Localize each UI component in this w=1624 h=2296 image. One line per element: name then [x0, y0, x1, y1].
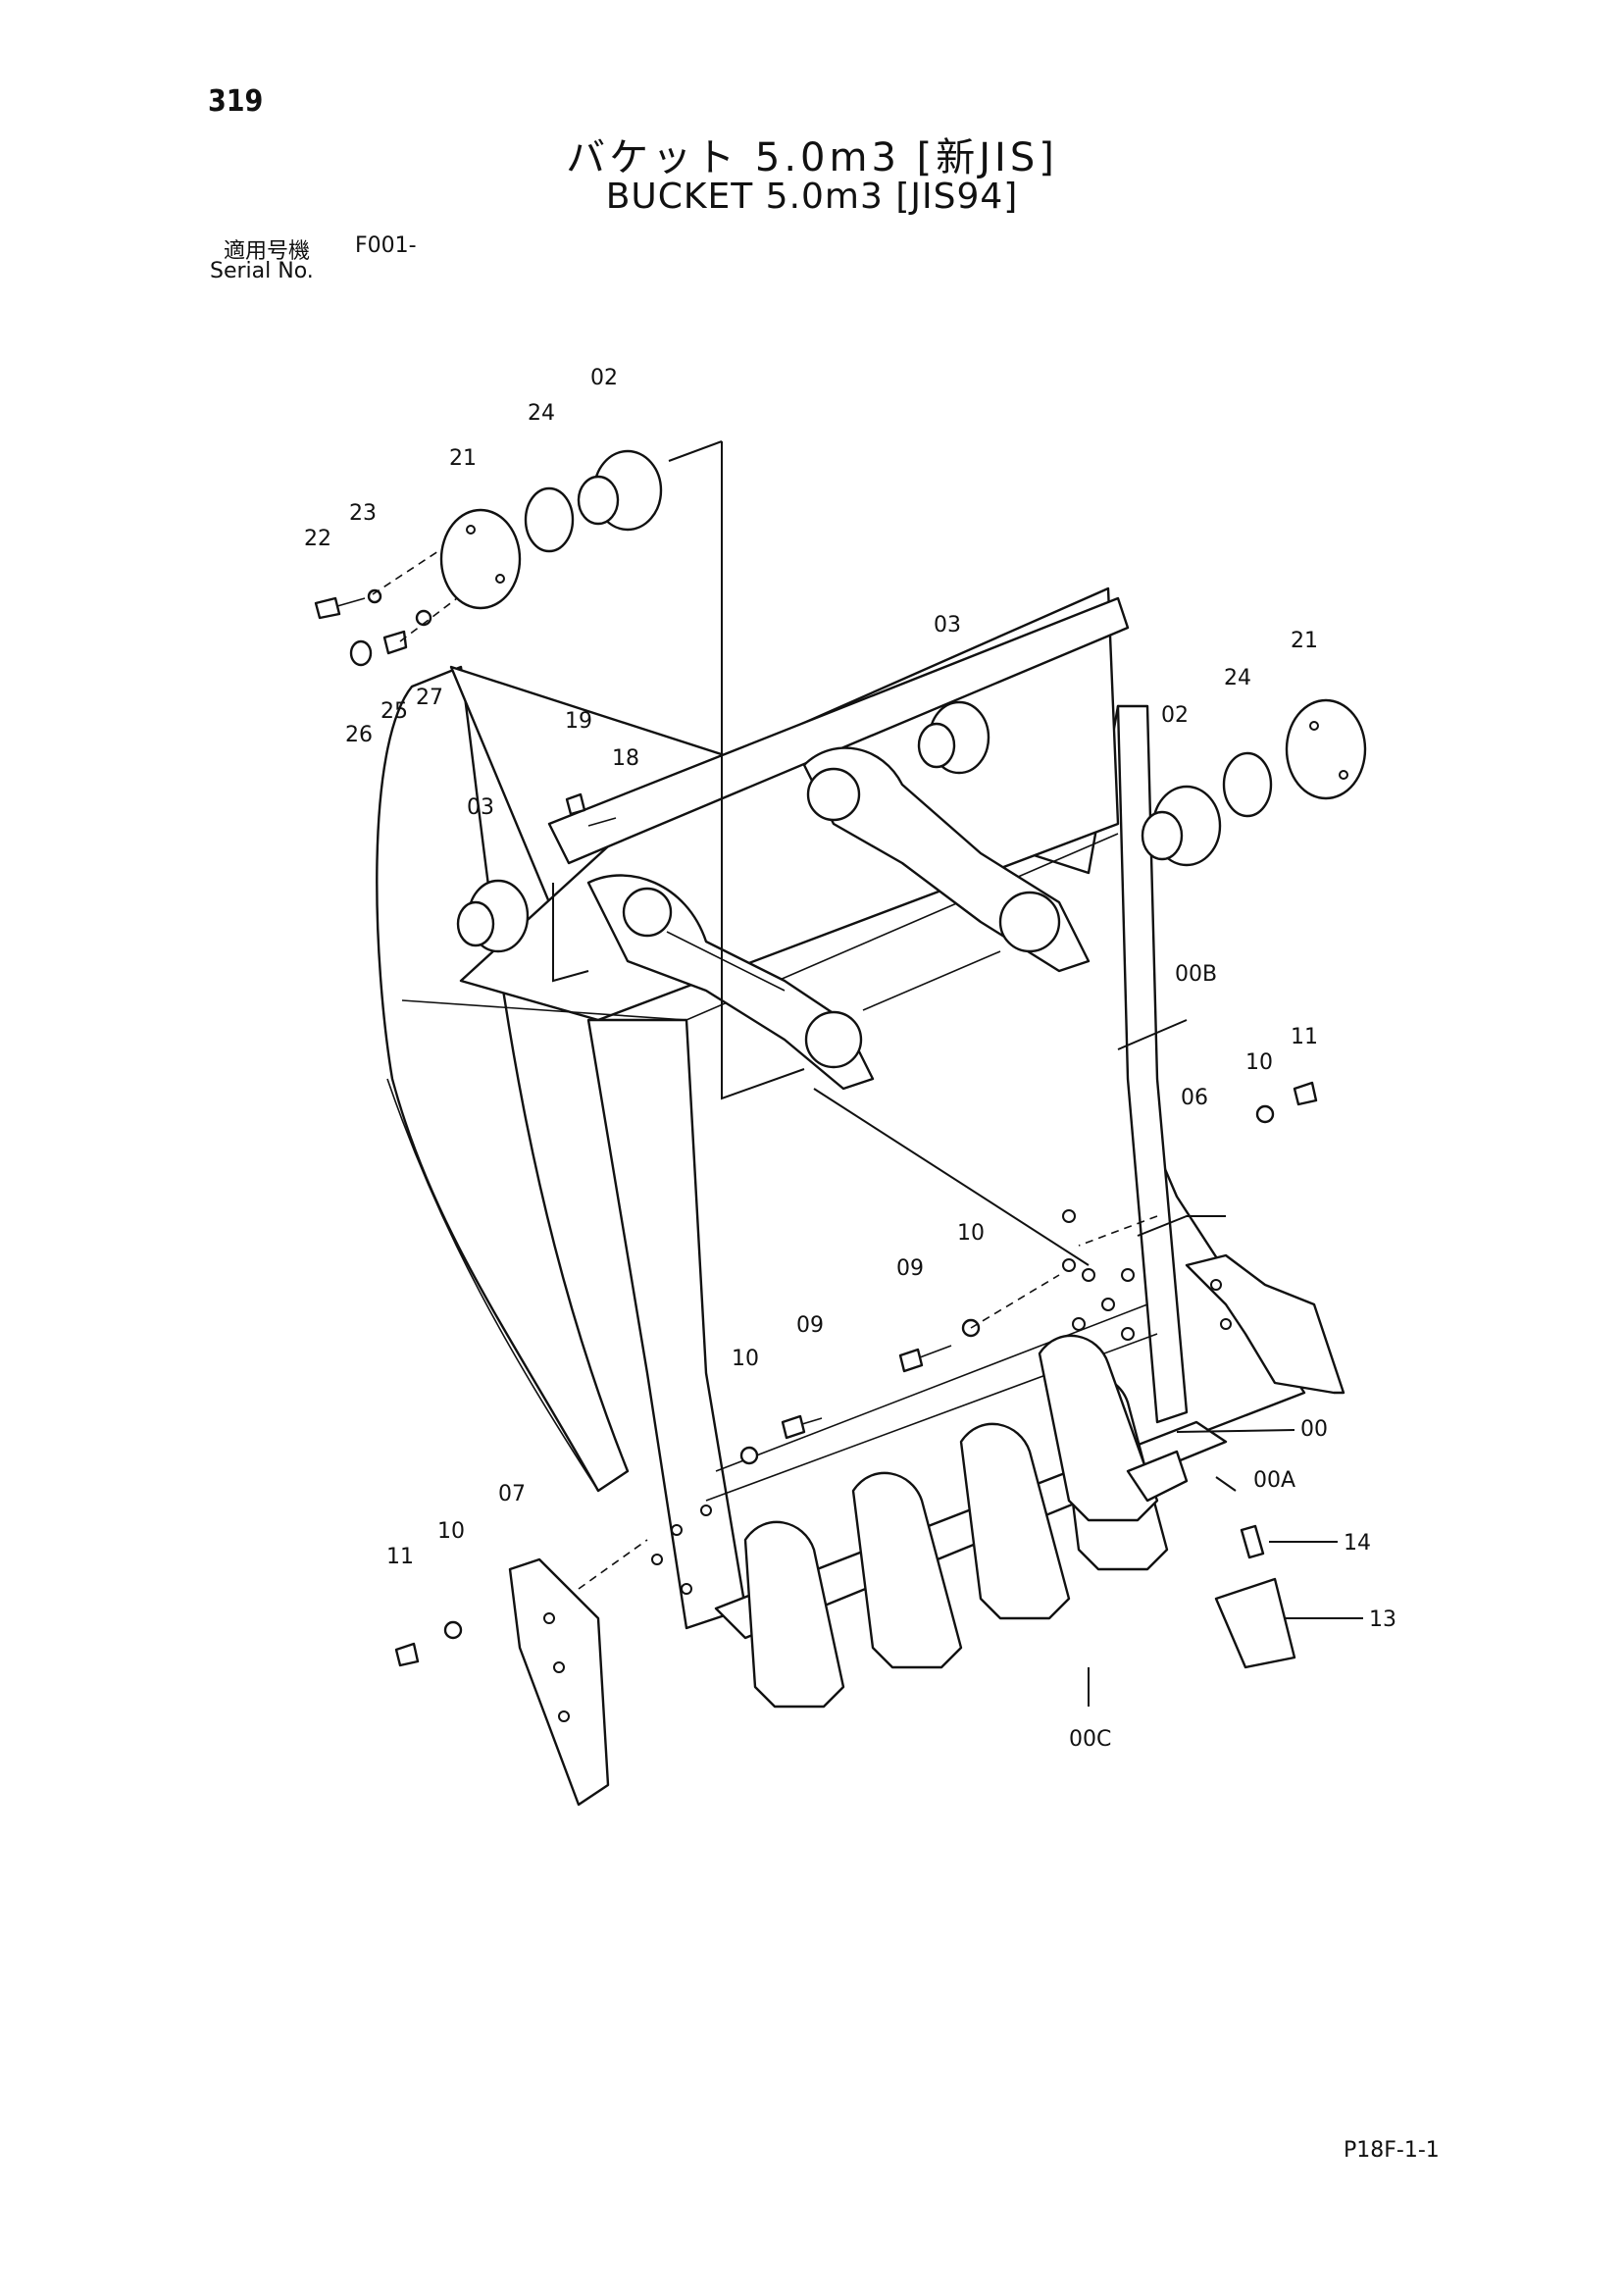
bucket-teeth: [743, 1334, 1296, 1709]
callout-27: 27: [416, 686, 443, 710]
callout-18: 18: [612, 746, 639, 771]
callout-10-right: 10: [1245, 1050, 1273, 1075]
callout-00A: 00A: [1253, 1468, 1295, 1493]
callout-11-bottom-left: 11: [386, 1545, 414, 1569]
title-english: BUCKET 5.0m3 [JIS94]: [605, 177, 1019, 217]
callout-19: 19: [565, 709, 592, 734]
callout-25: 25: [381, 699, 408, 724]
callout-23: 23: [349, 501, 377, 526]
callout-22: 22: [304, 527, 331, 551]
callout-00: 00: [1300, 1417, 1328, 1442]
title-japanese: バケット 5.0m3 [新JIS]: [566, 135, 1058, 180]
leader-lines: [372, 440, 1363, 1707]
side-cutters: [508, 1253, 1345, 1807]
callout-10-left: 10: [732, 1347, 759, 1371]
callout-24-top: 24: [528, 401, 555, 426]
callout-02-top: 02: [590, 366, 618, 390]
callout-13: 13: [1369, 1607, 1396, 1632]
callout-26: 26: [345, 723, 373, 747]
callout-10-mid: 10: [957, 1221, 985, 1246]
callout-24-right: 24: [1224, 666, 1251, 690]
callout-00B: 00B: [1175, 962, 1217, 987]
callout-09-mid: 09: [896, 1256, 924, 1281]
pins-and-bushings: [314, 449, 1367, 1667]
callout-06: 06: [1181, 1086, 1208, 1110]
callout-11-right: 11: [1291, 1025, 1318, 1049]
mounting-bracket: [586, 746, 1091, 1091]
page-code: P18F-1-1: [1344, 2138, 1440, 2163]
callout-21-right: 21: [1291, 629, 1318, 653]
callout-07: 07: [498, 1482, 526, 1506]
callout-03-left: 03: [467, 795, 494, 820]
serial-value: F001-: [355, 233, 417, 258]
callout-02-right: 02: [1161, 703, 1189, 728]
callout-00C: 00C: [1069, 1727, 1111, 1752]
callout-14: 14: [1344, 1531, 1371, 1556]
callout-21-top: 21: [449, 446, 477, 471]
callout-03-top: 03: [934, 613, 961, 638]
serial-label-japanese: 適用号機: [224, 239, 311, 264]
serial-label-english: Serial No.: [210, 259, 314, 283]
callout-09-left: 09: [796, 1313, 824, 1338]
page-number: 319: [208, 84, 264, 119]
callout-10-bottom-left: 10: [437, 1519, 465, 1544]
callout-labels: 02 24 21 23 22 25 26 27 03 03 21 24 02 1…: [304, 366, 1396, 1752]
